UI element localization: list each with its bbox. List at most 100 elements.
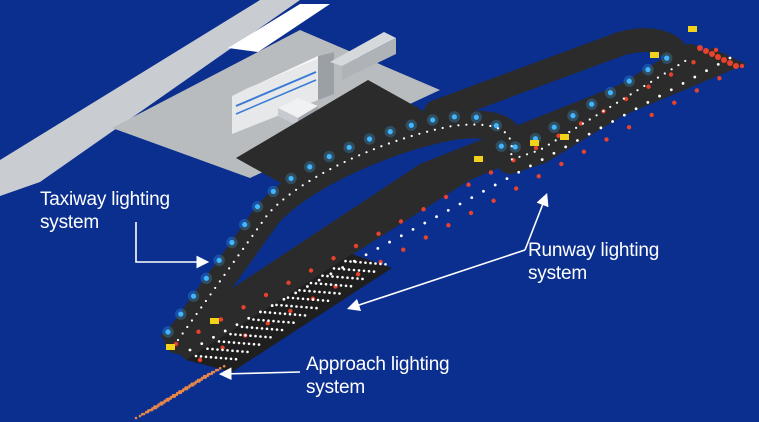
- taxiway-centerline-light: [322, 171, 325, 175]
- approach-grid-light: [292, 321, 295, 325]
- runway-edge-light: [376, 231, 381, 236]
- taxiway-light: [589, 101, 595, 107]
- taxiway-centerline-light: [663, 72, 666, 75]
- taxiway-centerline-light: [176, 338, 180, 342]
- approach-grid-light: [349, 260, 352, 263]
- runway-centerline-light: [188, 348, 192, 352]
- approach-grid-light: [263, 310, 267, 314]
- taxiway-centerline-light: [670, 68, 673, 71]
- approach-grid-light: [273, 311, 277, 315]
- runway-centerline-light: [693, 75, 697, 79]
- taxiway-centerline-light: [609, 105, 612, 109]
- approach-grid-light: [221, 348, 224, 352]
- taxiway-centerline-light: [473, 123, 476, 126]
- approach-grid-light: [246, 350, 249, 354]
- approach-label-line1: Approach lighting: [306, 354, 450, 375]
- approach-lighting-label: Approach lighting system: [306, 353, 450, 399]
- runway-centerline-light: [493, 183, 497, 187]
- approach-light: [138, 414, 142, 418]
- runway-edge-light: [331, 256, 336, 261]
- approach-light: [175, 393, 179, 397]
- approach-grid-light: [270, 327, 274, 331]
- threshold-light: [709, 51, 715, 57]
- approach-grid-light: [232, 341, 236, 344]
- approach-grid-light: [247, 342, 251, 346]
- taxiway-light: [498, 143, 504, 149]
- approach-grid-light: [309, 281, 313, 285]
- approach-grid-light: [306, 297, 310, 301]
- threshold-light: [703, 48, 709, 54]
- taxiway-centerline-light: [329, 168, 332, 171]
- runway-centerline-light: [423, 221, 427, 225]
- runway-edge-light: [468, 210, 474, 216]
- approach-grid-light: [313, 290, 316, 293]
- taxiway-leader-arrow: [135, 222, 210, 269]
- approach-grid-light: [267, 319, 270, 323]
- taxiway-centerline-light: [595, 114, 598, 117]
- runway-edge-light: [401, 247, 406, 252]
- approach-grid-light: [283, 312, 287, 316]
- taxiway-centerline-light: [575, 126, 578, 129]
- taxiway-light: [645, 67, 651, 73]
- approach-light: [154, 406, 158, 410]
- runway: [160, 48, 746, 360]
- approach-light: [167, 399, 170, 402]
- approach-grid-light: [362, 269, 366, 273]
- threshold-light: [733, 63, 739, 69]
- approach-light: [150, 408, 154, 412]
- runway-edge-light: [536, 174, 541, 179]
- approach-grid-light: [287, 321, 290, 324]
- approach-grid-light: [300, 305, 303, 309]
- approach-grid-light: [372, 270, 376, 273]
- runway-centerline-light: [305, 285, 309, 288]
- runway-centerline-light: [388, 240, 391, 244]
- taxiway-sign: [560, 134, 569, 140]
- approach-light: [134, 416, 138, 420]
- taxiway-centerline-light: [622, 97, 625, 100]
- approach-grid-light: [298, 313, 302, 317]
- runway-centerline-light: [716, 62, 720, 66]
- approach-grid-light: [237, 341, 241, 345]
- approach-grid-light: [336, 275, 339, 279]
- approach-grid-light: [252, 318, 255, 321]
- runway-centerline-light: [282, 297, 286, 301]
- taxiway-centerline-light: [237, 254, 240, 257]
- runway-edge-light: [559, 161, 564, 167]
- taxiway-centerline-light: [533, 150, 536, 153]
- runway-centerline-light: [411, 227, 415, 231]
- runway-centerline-light: [458, 202, 462, 206]
- taxiway-centerline-light: [503, 131, 506, 134]
- approach-grid-light: [364, 261, 367, 265]
- taxiway-centerline-light: [457, 124, 460, 127]
- approach-grid-light: [356, 277, 359, 280]
- approach-grid-light: [280, 328, 284, 332]
- taxiway-label-line1: Taxiway lighting: [40, 189, 170, 210]
- taxiway-centerline-light: [315, 175, 318, 178]
- taxiway-centerline-light: [195, 312, 198, 316]
- approach-grid-light: [229, 332, 232, 336]
- approach-light: [200, 378, 203, 381]
- approach-grid-light: [257, 318, 260, 322]
- approach-light: [206, 374, 210, 378]
- approach-grid-light: [384, 263, 387, 266]
- taxiway-light: [203, 275, 209, 281]
- runway-edge-light: [646, 84, 651, 89]
- approach-grid-light: [357, 269, 361, 272]
- taxiway-centerline-light: [643, 84, 646, 88]
- approach-grid-light: [206, 347, 209, 351]
- taxiway-light: [430, 117, 436, 123]
- taxiway-centerline-light: [387, 142, 391, 145]
- approach-grid-light: [311, 298, 315, 301]
- runway-centerline-light: [622, 113, 626, 117]
- approach-grid-light: [216, 348, 219, 351]
- taxiway-centerline-light: [615, 101, 619, 104]
- taxiway-light: [307, 164, 313, 170]
- taxiway-centerline-light: [525, 153, 529, 156]
- approach-grid-light: [308, 289, 311, 293]
- taxiway-sign: [474, 156, 483, 162]
- taxiway-centerline-light: [181, 332, 184, 335]
- taxiway-light: [664, 55, 670, 61]
- taxiway-centerline-light: [489, 124, 492, 128]
- taxiway-centerline-light: [602, 110, 605, 113]
